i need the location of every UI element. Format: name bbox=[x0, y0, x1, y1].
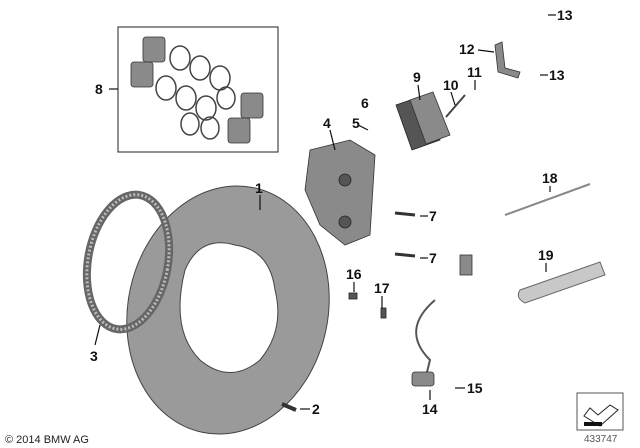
callout-4[interactable]: 4 bbox=[323, 115, 331, 131]
brake-pads[interactable] bbox=[395, 91, 451, 151]
callout-19[interactable]: 19 bbox=[538, 247, 554, 263]
disc-bolt[interactable] bbox=[281, 402, 297, 412]
callout-6[interactable]: 6 bbox=[361, 95, 369, 111]
callout-15[interactable]: 15 bbox=[467, 380, 483, 396]
callout-7[interactable]: 7 bbox=[429, 250, 437, 266]
callout-17[interactable]: 17 bbox=[374, 280, 390, 296]
callout-1[interactable]: 1 bbox=[255, 180, 263, 196]
piston-set[interactable] bbox=[117, 26, 279, 153]
diagram-number: 433747 bbox=[584, 434, 618, 445]
abs-sensor[interactable] bbox=[411, 254, 473, 387]
brake-disc[interactable] bbox=[104, 167, 352, 448]
callout-9[interactable]: 9 bbox=[413, 69, 421, 85]
pad-pin bbox=[445, 94, 466, 118]
screw[interactable] bbox=[380, 307, 387, 319]
cable-tie[interactable] bbox=[504, 183, 591, 216]
grease-tube[interactable] bbox=[517, 261, 606, 304]
clip[interactable] bbox=[348, 292, 358, 300]
callout-8[interactable]: 8 bbox=[95, 81, 103, 97]
callout-10[interactable]: 10 bbox=[443, 77, 459, 93]
copyright: © 2014 BMW AG bbox=[5, 434, 89, 446]
brake-caliper[interactable] bbox=[304, 139, 376, 246]
callout-12[interactable]: 12 bbox=[459, 41, 475, 57]
callout-16[interactable]: 16 bbox=[346, 266, 362, 282]
callout-2[interactable]: 2 bbox=[312, 401, 320, 417]
callout-5[interactable]: 5 bbox=[352, 115, 360, 131]
caliper-bolts[interactable] bbox=[394, 211, 416, 258]
callout-13[interactable]: 13 bbox=[557, 7, 573, 23]
callout-11[interactable]: 11 bbox=[467, 64, 482, 80]
callout-14[interactable]: 14 bbox=[422, 401, 438, 417]
callout-3[interactable]: 3 bbox=[90, 348, 98, 364]
bracket[interactable] bbox=[494, 41, 521, 79]
abs-sensor-ring[interactable] bbox=[77, 188, 179, 336]
arrow-back-icon[interactable] bbox=[576, 392, 624, 431]
callout-18[interactable]: 18 bbox=[542, 170, 558, 186]
callout-13[interactable]: 13 bbox=[549, 67, 565, 83]
callout-7[interactable]: 7 bbox=[429, 208, 437, 224]
